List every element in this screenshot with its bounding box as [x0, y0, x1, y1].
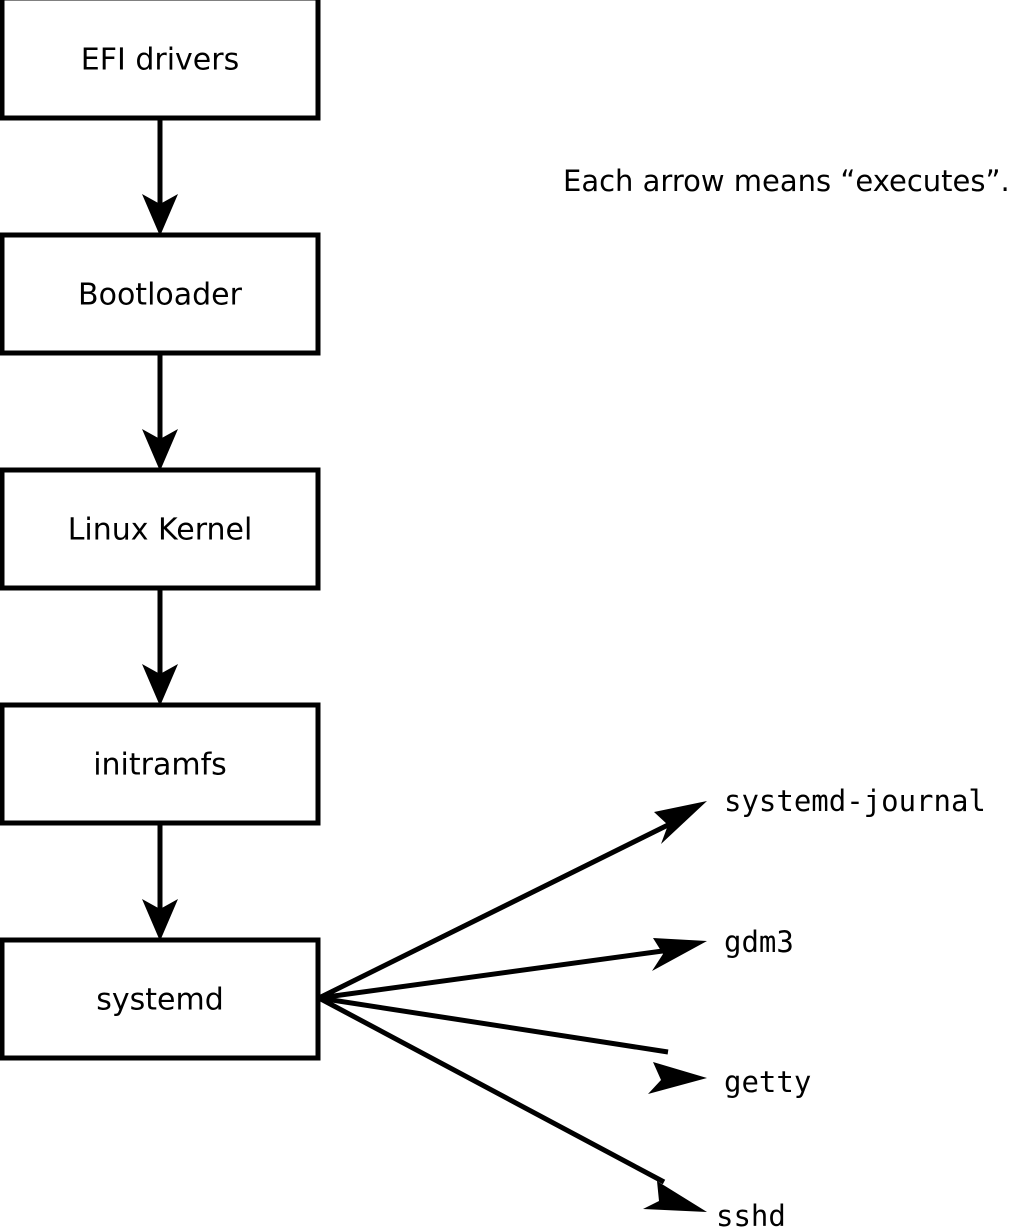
- arrow-head-se: [643, 1181, 707, 1212]
- arrow-head-ne: [652, 938, 707, 971]
- node-label-efi-drivers: EFI drivers: [81, 43, 239, 78]
- arrow-shaft: [317, 995, 666, 1185]
- arrow-shaft: [318, 995, 669, 1055]
- service-label-getty: getty: [724, 1065, 811, 1099]
- node-systemd[interactable]: systemd: [0, 937, 321, 1061]
- arrow-systemd-to-gdm3: [318, 938, 707, 1001]
- arrow-head-se: [648, 1062, 707, 1094]
- arrow-kernel-to-initramfs: [142, 588, 178, 706]
- arrow-shaft: [318, 947, 671, 1001]
- service-labels-group: systemd-journal gdm3 getty sshd: [716, 784, 986, 1230]
- arrow-efi-to-bootloader: [142, 118, 178, 236]
- arrow-systemd-to-sshd: [317, 995, 707, 1212]
- node-efi-drivers[interactable]: EFI drivers: [0, 0, 321, 121]
- arrow-systemd-to-systemd-journal: [317, 801, 707, 1001]
- node-box-initramfs[interactable]: [0, 702, 321, 826]
- arrow-head-down: [142, 429, 178, 471]
- arrow-head-ne: [654, 801, 707, 844]
- node-initramfs[interactable]: initramfs: [0, 702, 321, 826]
- service-label-systemd-journal: systemd-journal: [724, 784, 986, 818]
- service-arrows-group: [317, 801, 707, 1212]
- legend-note: Each arrow means “executes”.: [563, 164, 1010, 198]
- service-label-sshd: sshd: [716, 1199, 786, 1230]
- service-label-gdm3: gdm3: [724, 925, 794, 959]
- arrow-head-down: [142, 664, 178, 706]
- node-label-initramfs: initramfs: [93, 748, 227, 783]
- node-box-systemd[interactable]: [0, 937, 321, 1061]
- arrow-head-down: [142, 194, 178, 236]
- node-bootloader[interactable]: Bootloader: [0, 232, 321, 356]
- node-box-efi-drivers[interactable]: [0, 0, 321, 121]
- node-linux-kernel[interactable]: Linux Kernel: [0, 467, 321, 591]
- node-label-systemd: systemd: [96, 983, 224, 1018]
- arrow-systemd-to-getty: [318, 995, 707, 1094]
- node-label-linux-kernel: Linux Kernel: [68, 513, 253, 548]
- node-label-bootloader: Bootloader: [78, 278, 243, 313]
- arrow-bootloader-to-kernel: [142, 353, 178, 471]
- flow-arrows-group: [142, 118, 178, 941]
- arrow-initramfs-to-systemd: [142, 823, 178, 941]
- arrow-shaft: [317, 820, 674, 1001]
- arrow-head-down: [142, 899, 178, 941]
